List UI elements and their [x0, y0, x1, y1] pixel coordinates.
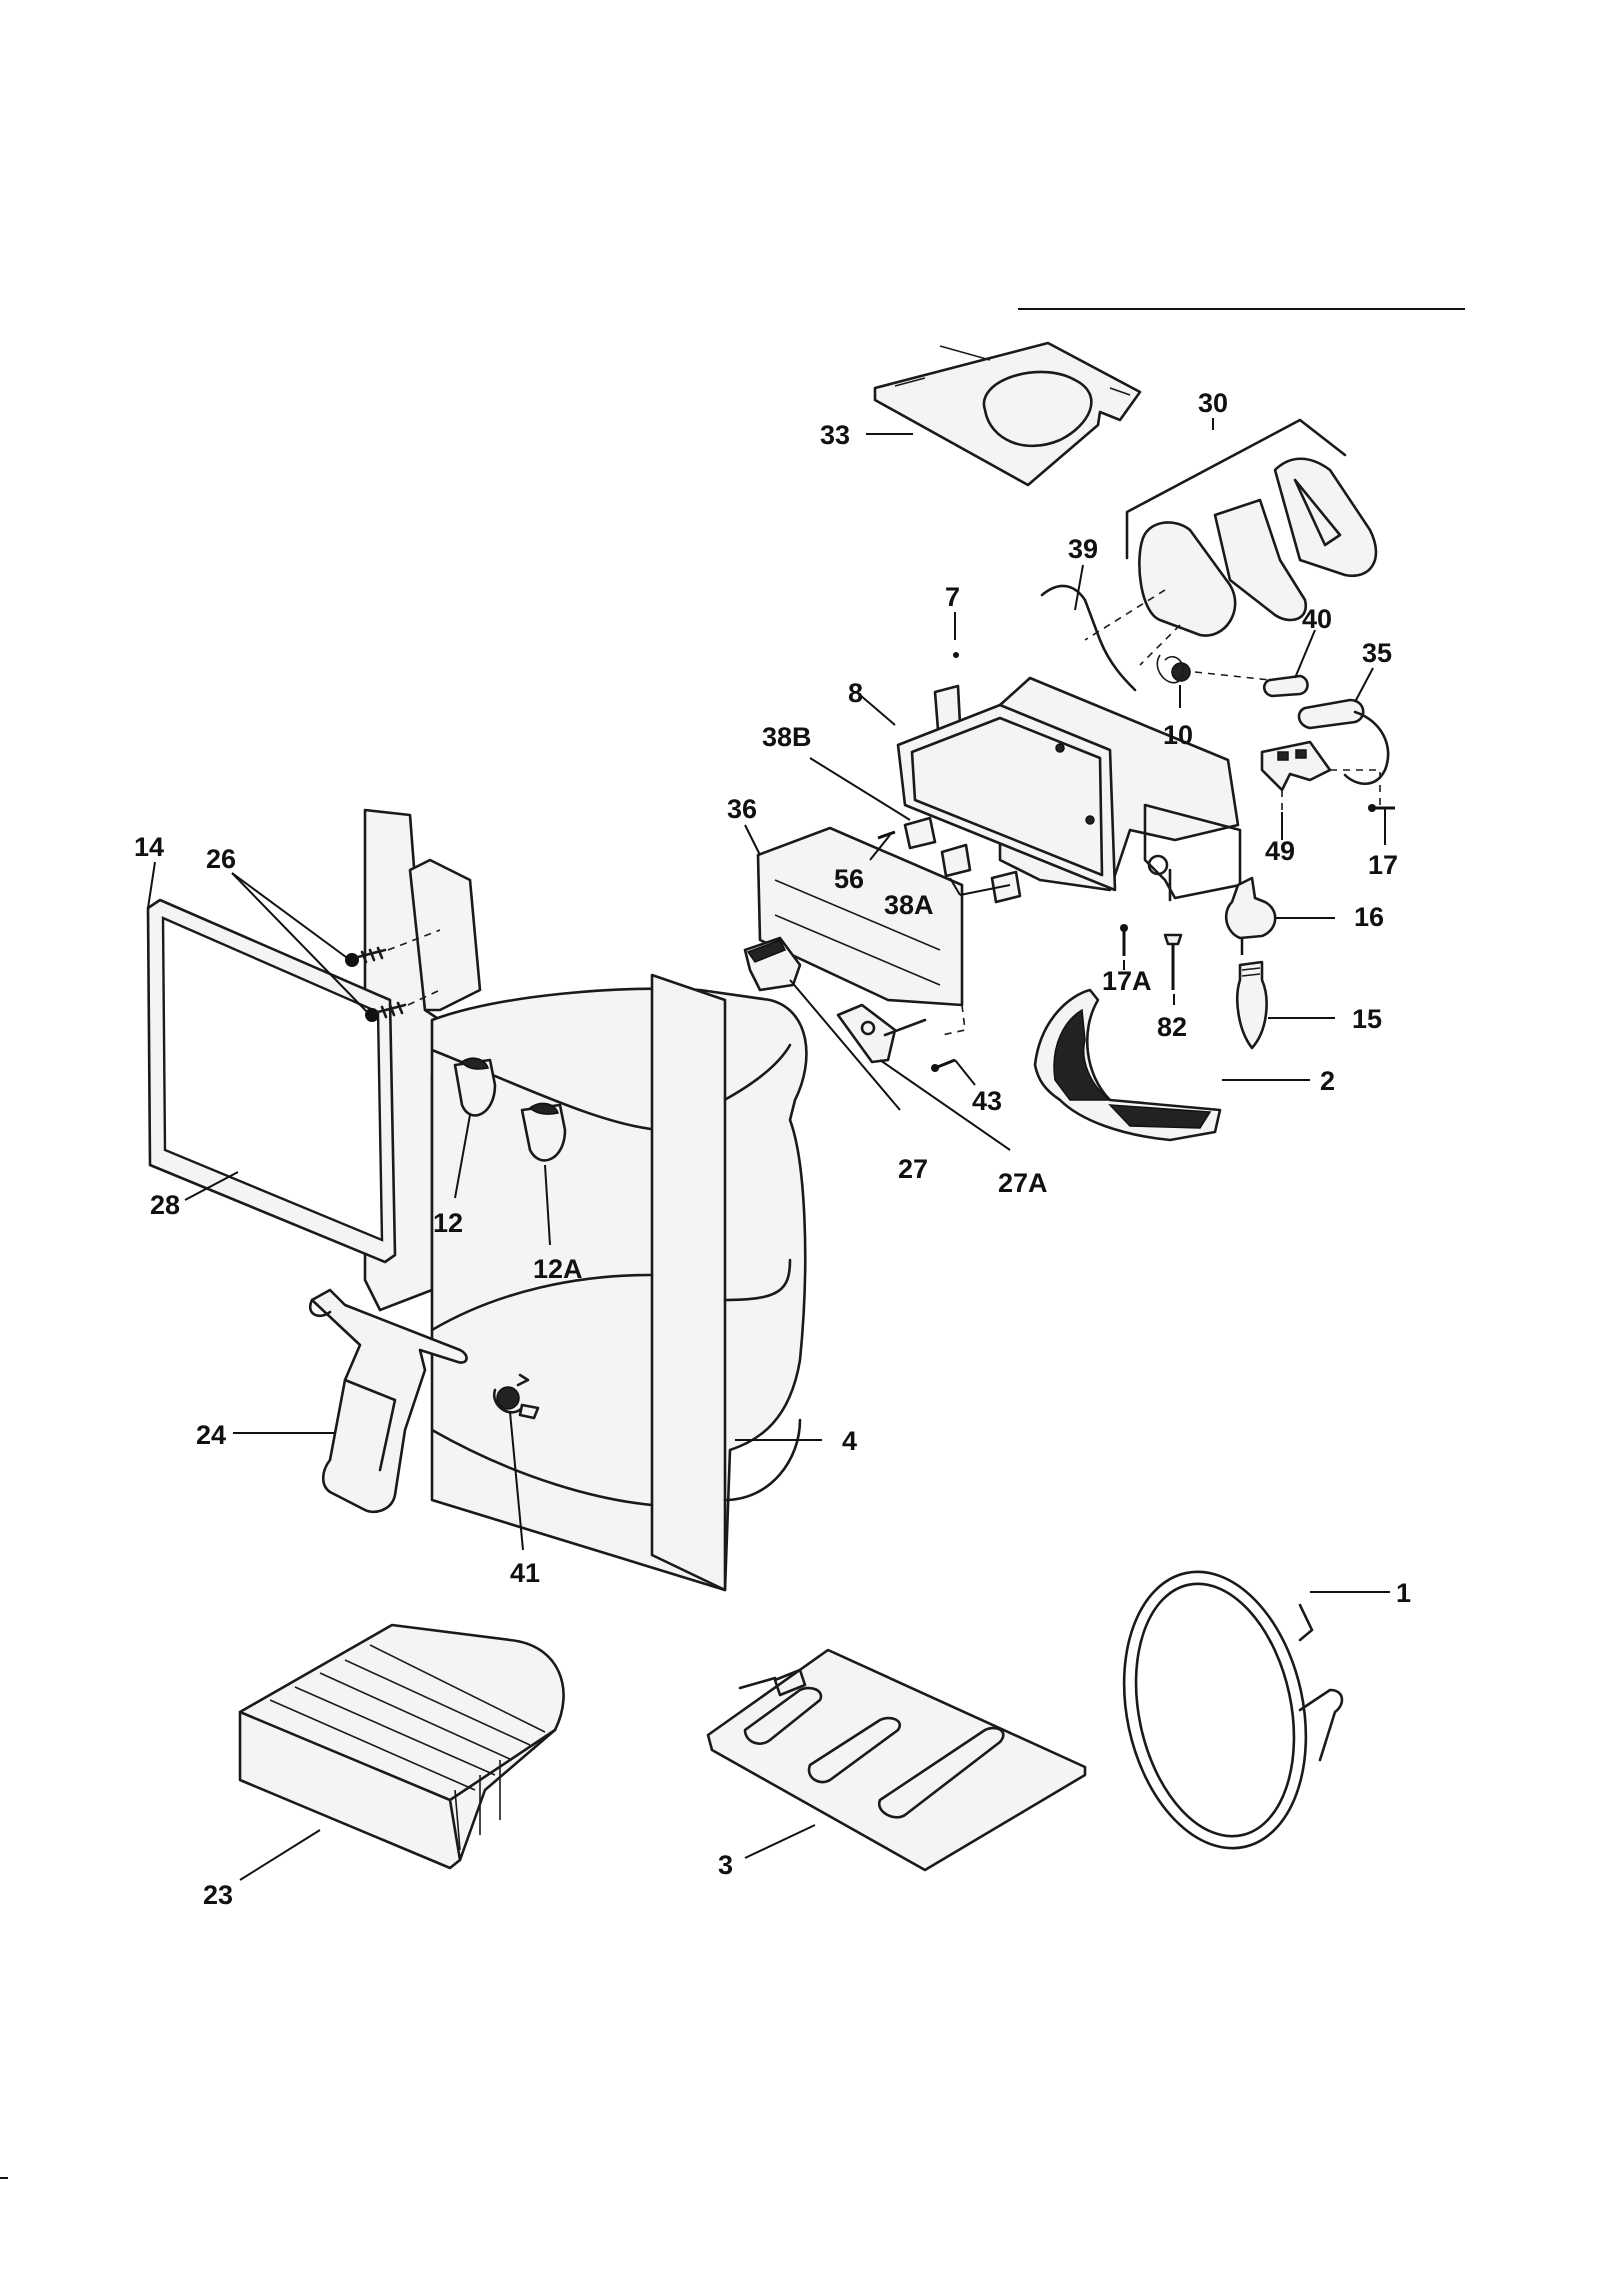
part-26-screw-lower	[365, 989, 441, 1022]
callout-12a: 12A	[533, 1254, 583, 1284]
part-1-tube-loop	[1122, 1570, 1344, 1850]
part-14-panel	[161, 916, 384, 1242]
callout-27: 27	[898, 1154, 928, 1184]
callout-23: 23	[203, 1880, 233, 1910]
callout-82: 82	[1157, 1012, 1187, 1042]
callout-12: 12	[433, 1208, 463, 1238]
part-43-screw	[931, 1058, 956, 1072]
callout-27a: 27A	[998, 1168, 1048, 1198]
callout-labels: 33 30 39 7 40 35 8 10 38B 36 49 17 56 38…	[134, 388, 1411, 1910]
part-16-lamp-socket	[1224, 876, 1277, 955]
part-27a-actuator	[836, 1003, 927, 1064]
part-24-dispenser-arm	[309, 1288, 468, 1514]
part-38a-switch-left	[940, 843, 972, 878]
callout-39: 39	[1068, 534, 1098, 564]
part-82-screw	[1163, 933, 1183, 990]
leader-lines	[147, 418, 1390, 1881]
part-17-screw	[1368, 804, 1395, 812]
callout-3: 3	[718, 1850, 733, 1880]
part-23-tray	[238, 1623, 565, 1870]
callout-49: 49	[1265, 836, 1295, 866]
callout-56: 56	[834, 864, 864, 894]
part-39-wire-arm	[1040, 584, 1137, 692]
callout-33: 33	[820, 420, 850, 450]
callout-36: 36	[727, 794, 757, 824]
callout-38a: 38A	[884, 890, 934, 920]
callout-15: 15	[1352, 1004, 1382, 1034]
part-8-control-housing	[896, 676, 1242, 902]
callout-10: 10	[1163, 720, 1193, 750]
part-35-power-cord	[1297, 698, 1390, 786]
part-33-cover-plate	[873, 341, 1142, 487]
part-40-bulb-socket	[1262, 674, 1309, 698]
callout-26: 26	[206, 844, 236, 874]
part-41-spring	[492, 1373, 540, 1420]
part-7-clip	[933, 652, 962, 732]
part-38a-switch-right	[990, 870, 1022, 904]
callout-30: 30	[1198, 388, 1228, 418]
callout-7: 7	[945, 582, 960, 612]
part-38b-switch	[903, 816, 937, 850]
part-56-screw	[877, 830, 896, 840]
callout-4: 4	[842, 1426, 857, 1456]
part-15-light-bulb	[1236, 960, 1268, 1050]
callout-1: 1	[1396, 1578, 1411, 1608]
part-4-ice-container	[363, 808, 808, 1592]
callout-16: 16	[1354, 902, 1384, 932]
part-3-heater-pad	[706, 1648, 1087, 1872]
part-10-spring	[1156, 654, 1191, 684]
part-12-clip	[453, 1057, 497, 1117]
callout-8: 8	[848, 678, 863, 708]
callout-40: 40	[1302, 604, 1332, 634]
part-36-switch-panel	[756, 826, 966, 1036]
part-26-screw-upper	[345, 929, 441, 967]
callout-17: 17	[1368, 850, 1398, 880]
callout-43: 43	[972, 1086, 1002, 1116]
callout-2: 2	[1320, 1066, 1335, 1096]
part-30-chute-assembly	[1125, 418, 1378, 637]
callout-14: 14	[134, 832, 164, 862]
callout-28: 28	[150, 1190, 180, 1220]
callout-38b: 38B	[762, 722, 812, 752]
callout-24: 24	[196, 1420, 226, 1450]
part-2-diverter	[1033, 988, 1222, 1142]
part-17a-screw	[1120, 924, 1128, 956]
callout-41: 41	[510, 1558, 540, 1588]
part-12a-clip	[520, 1102, 567, 1162]
callout-35: 35	[1362, 638, 1392, 668]
part-49-switch-bracket	[1260, 740, 1381, 810]
callout-17a: 17A	[1102, 966, 1152, 996]
